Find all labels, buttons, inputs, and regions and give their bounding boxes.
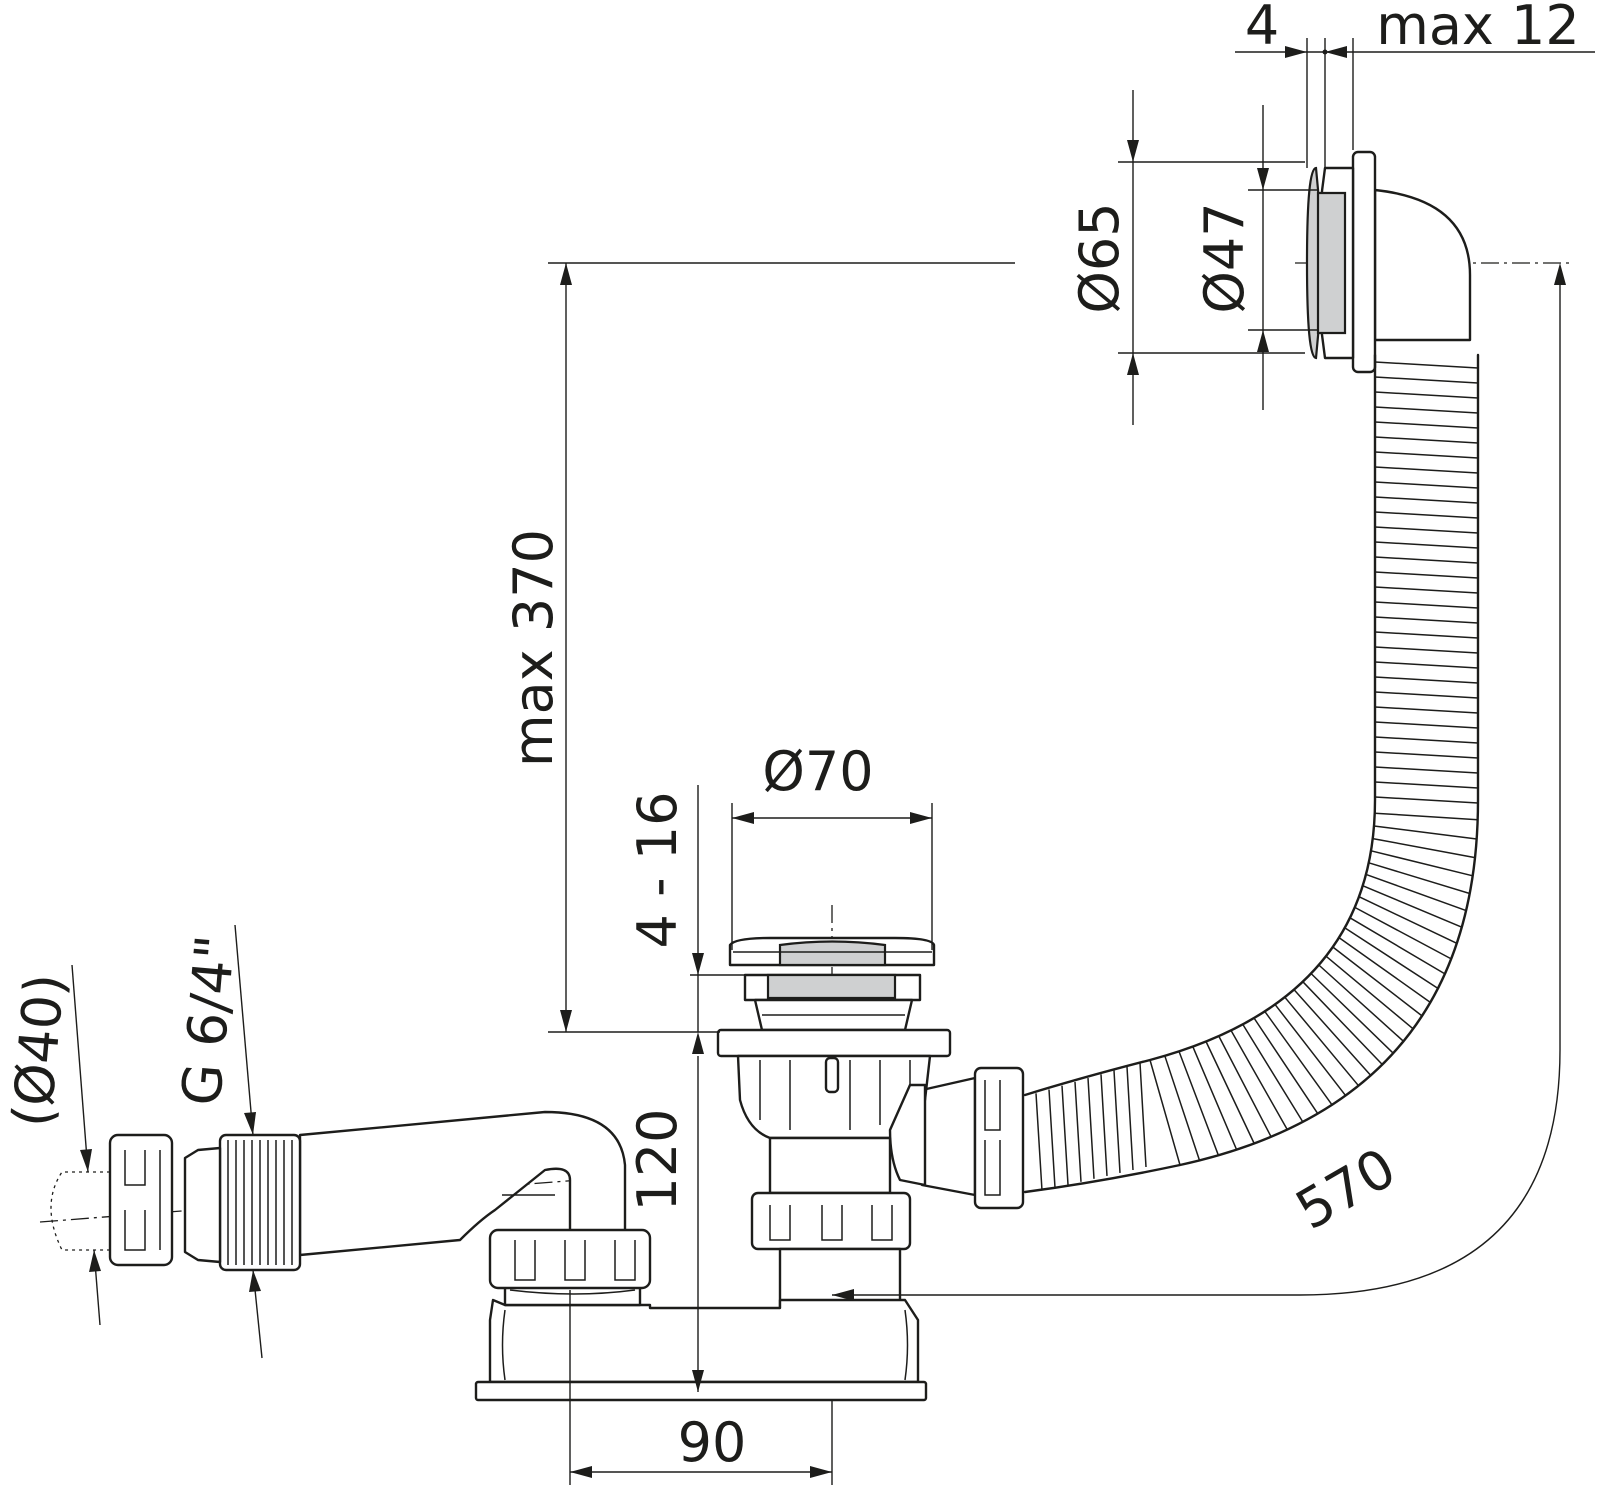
overflow-inner-dia-label: Ø47 bbox=[1193, 202, 1256, 313]
drain-assembly bbox=[716, 936, 952, 1311]
thread-label: G 6/4" bbox=[170, 933, 248, 1109]
outlet-connector bbox=[50, 1133, 302, 1272]
flexible-hose bbox=[1023, 353, 1480, 1194]
hose-outer-right bbox=[1023, 353, 1480, 1194]
wall-max-label: max 12 bbox=[1376, 0, 1580, 57]
spacing-label: 90 bbox=[678, 1411, 747, 1474]
adjust-range-label: 4 - 16 bbox=[626, 792, 689, 949]
hose-connector bbox=[920, 1066, 1025, 1210]
overflow-outer-dia-label: Ø65 bbox=[1068, 202, 1131, 313]
outlet-dia-label: (Ø40) bbox=[1, 971, 77, 1129]
drain-dia-label: Ø70 bbox=[762, 740, 873, 803]
trap-height-label: 120 bbox=[626, 1108, 689, 1211]
dimension-lines bbox=[71, 38, 1595, 1485]
inlet-pipe bbox=[298, 1110, 652, 1290]
overflow-head bbox=[1305, 150, 1472, 374]
hose-length-label: 570 bbox=[1285, 1136, 1406, 1242]
flange-thickness-label: 4 bbox=[1245, 0, 1279, 57]
hose-outer-left bbox=[1023, 353, 1377, 1097]
height-max-label: max 370 bbox=[502, 529, 565, 767]
